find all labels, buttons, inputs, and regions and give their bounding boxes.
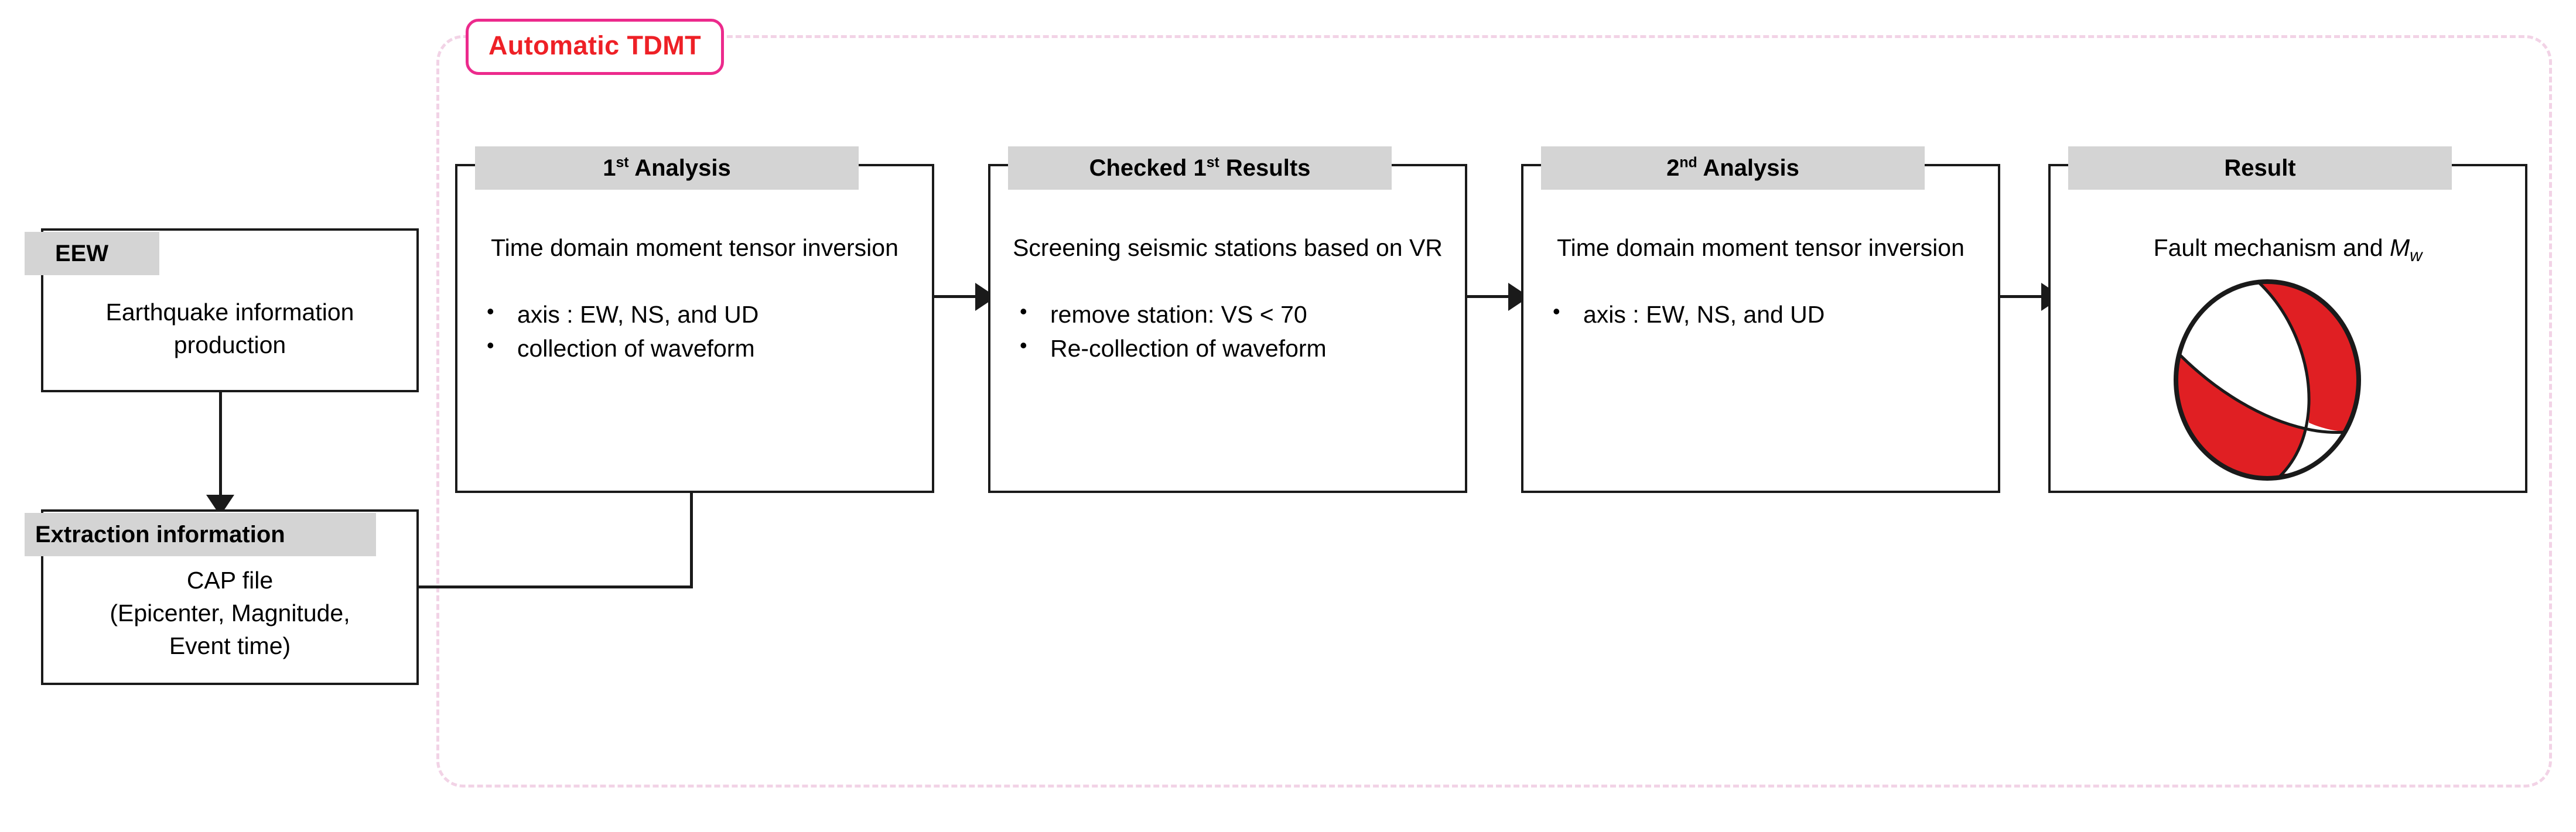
focal-mechanism-beachball-icon <box>2174 279 2361 481</box>
second-analysis-header-label: 2nd Analysis <box>1666 155 1799 181</box>
extraction-header: Extraction information <box>25 513 376 556</box>
extraction-body: CAP file (Epicenter, Magnitude, Event ti… <box>43 564 416 662</box>
eew-header-label: EEW <box>55 241 109 266</box>
feedback-vertical-line <box>690 492 693 587</box>
automatic-tdmt-container <box>436 35 2552 788</box>
arrow1-line <box>934 295 986 298</box>
result-box: Fault mechanism and Mw <box>2048 164 2527 493</box>
extraction-line-2: (Epicenter, Magnitude, <box>110 599 350 626</box>
eew-line-2: production <box>173 331 286 358</box>
eew-box: Earthquake information production <box>41 228 419 392</box>
result-header-label: Result <box>2224 155 2296 181</box>
checked-first-results-body: Screening seismic stations based on VR r… <box>990 232 1465 366</box>
list-item: collection of waveform <box>473 330 917 365</box>
first-analysis-body: Time domain moment tensor inversion axis… <box>457 232 932 366</box>
first-analysis-box: Time domain moment tensor inversion axis… <box>455 164 934 493</box>
list-item: remove station: VS < 70 <box>1006 296 1450 331</box>
second-analysis-title: Time domain moment tensor inversion <box>1557 234 1965 261</box>
arrow3-line <box>2000 295 2052 298</box>
second-analysis-box: Time domain moment tensor inversion axis… <box>1521 164 2000 493</box>
list-item: axis : EW, NS, and UD <box>1539 296 1983 331</box>
first-analysis-header: 1st Analysis <box>475 146 859 190</box>
second-analysis-header: 2nd Analysis <box>1541 146 1925 190</box>
checked-first-results-header: Checked 1st Results <box>1008 146 1392 190</box>
second-analysis-body: Time domain moment tensor inversion axis… <box>1523 232 1998 331</box>
eew-line-1: Earthquake information <box>105 299 354 326</box>
first-analysis-bullets: axis : EW, NS, and UD collection of wave… <box>473 296 917 365</box>
checked-first-results-header-label: Checked 1st Results <box>1089 155 1311 181</box>
result-header: Result <box>2068 146 2452 190</box>
automatic-tdmt-label: Automatic TDMT <box>488 30 702 60</box>
list-item: Re-collection of waveform <box>1006 330 1450 365</box>
arrow2-line <box>1467 295 1519 298</box>
checked-first-results-title: Screening seismic stations based on VR <box>1013 234 1443 261</box>
eew-to-extraction-line <box>219 392 222 509</box>
eew-header: EEW <box>25 232 159 275</box>
list-item: axis : EW, NS, and UD <box>473 296 917 331</box>
extraction-header-label: Extraction information <box>35 522 285 547</box>
checked-first-results-bullets: remove station: VS < 70 Re-collection of… <box>1006 296 1450 365</box>
first-analysis-header-label: 1st Analysis <box>603 155 731 181</box>
first-analysis-title: Time domain moment tensor inversion <box>491 234 898 261</box>
feedback-horizontal-line <box>419 586 693 588</box>
eew-body: Earthquake information production <box>43 296 416 362</box>
extraction-line-1: CAP file <box>186 567 274 594</box>
checked-first-results-box: Screening seismic stations based on VR r… <box>988 164 1467 493</box>
result-body: Fault mechanism and Mw <box>2051 232 2525 266</box>
result-title: Fault mechanism and Mw <box>2153 234 2423 266</box>
second-analysis-bullets: axis : EW, NS, and UD <box>1539 296 1983 331</box>
automatic-tdmt-badge: Automatic TDMT <box>466 19 725 75</box>
extraction-line-3: Event time) <box>169 632 291 659</box>
